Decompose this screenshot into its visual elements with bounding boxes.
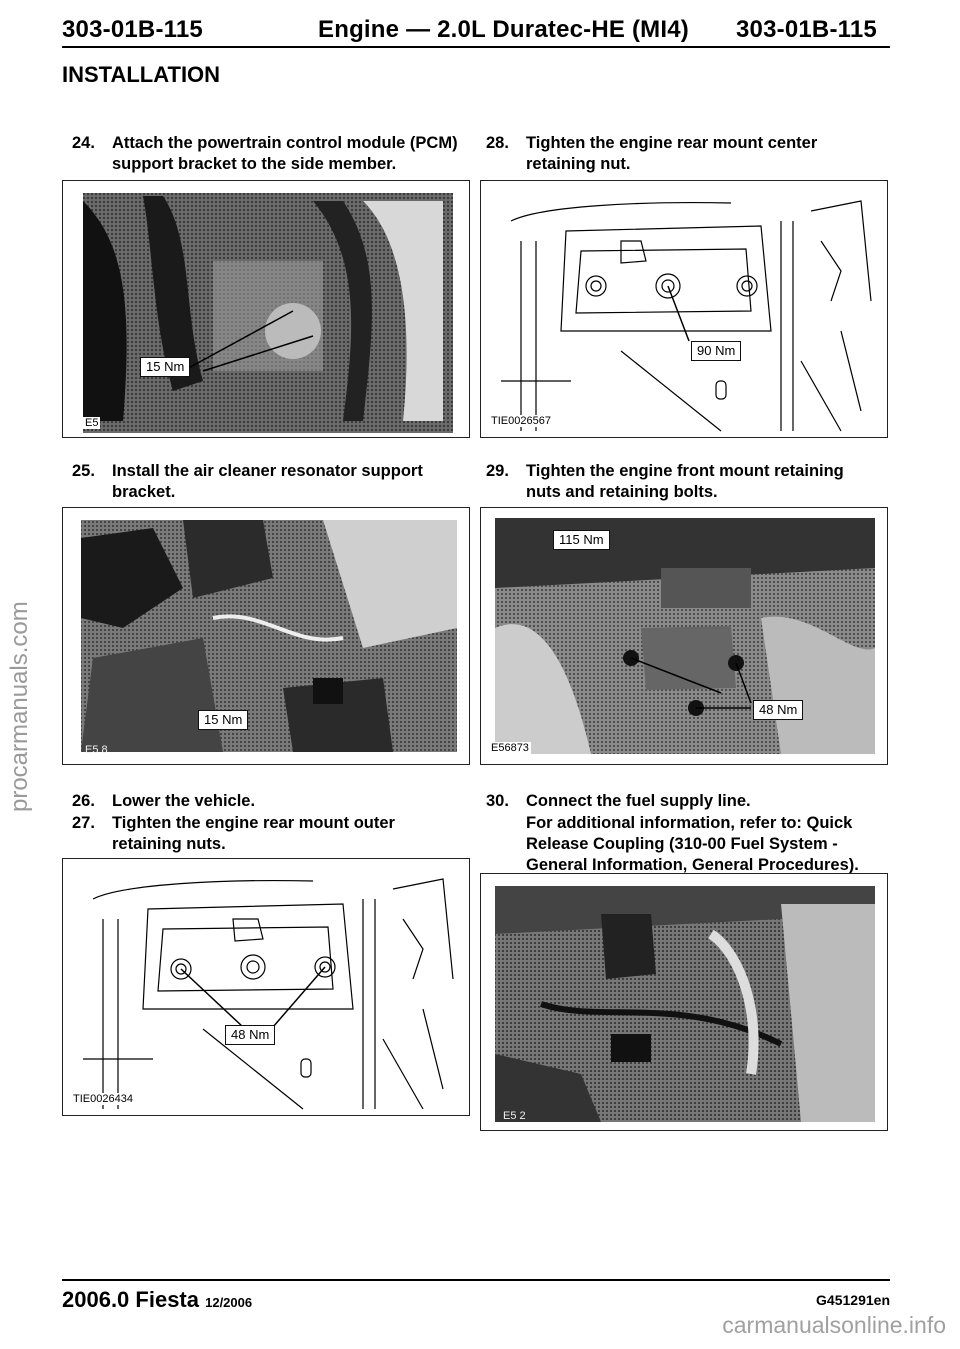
figure-pcm-bracket: 15 Nm E5: [62, 180, 470, 438]
header-rule: [62, 46, 890, 48]
footer-date: 12/2006: [205, 1295, 253, 1310]
photo-resonator: [81, 520, 457, 752]
step-number: 28.: [486, 134, 509, 152]
step-29: 29.Tighten the engine front mount retain…: [486, 462, 844, 501]
photo-fuel-line: [495, 886, 875, 1122]
page-title: Engine — 2.0L Duratec-HE (MI4): [318, 16, 689, 43]
page-code-left: 303-01B-115: [62, 16, 203, 43]
side-watermark: procarmanuals.com: [6, 601, 33, 812]
photo-engine-bay: [83, 193, 453, 433]
step-28: 28.Tighten the engine rear mount center …: [486, 134, 818, 173]
step-24: 24.Attach the powertrain control module …: [72, 134, 458, 173]
figure-resonator-bracket: 15 Nm E5 8: [62, 507, 470, 765]
footer-doc-code: G451291en: [816, 1292, 890, 1308]
figure-fuel-supply-line: E5 2: [480, 873, 888, 1131]
figure-id: TIE0026567: [489, 415, 553, 427]
page-code-right: 303-01B-115: [736, 16, 877, 43]
torque-callout-top: 115 Nm: [553, 530, 610, 550]
torque-callout: 15 Nm: [198, 710, 249, 730]
figure-front-mount: 115 Nm 48 Nm E56873: [480, 507, 888, 765]
step-number: 30.: [486, 792, 509, 810]
torque-callout: 90 Nm: [691, 341, 742, 361]
torque-callout: 15 Nm: [140, 357, 191, 377]
step-30: 30.Connect the fuel supply line.: [486, 792, 751, 810]
section-title: INSTALLATION: [62, 62, 221, 87]
step-27: 27.Tighten the engine rear mount outer r…: [72, 814, 395, 853]
figure-id: E5 8: [85, 744, 108, 756]
step-number: 29.: [486, 462, 509, 480]
step-number: 26.: [72, 792, 95, 810]
footer-model: 2006.0 Fiesta 12/2006: [62, 1287, 253, 1312]
drawing-rear-mount: [501, 200, 872, 432]
step-30-reference-note: For additional information, refer to: Qu…: [526, 814, 859, 874]
figure-rear-mount-outer: 48 Nm TIE0026434: [62, 858, 470, 1116]
figure-id: E5 2: [503, 1110, 526, 1122]
step-number: 27.: [72, 814, 95, 832]
figure-id: TIE0026434: [71, 1093, 135, 1105]
photo-front-mount: [495, 518, 875, 754]
step-number: 25.: [72, 462, 95, 480]
figure-id: E5: [83, 417, 101, 429]
drawing-rear-mount-outer: [83, 878, 454, 1110]
figure-rear-mount-center: 90 Nm TIE0026567: [480, 180, 888, 438]
step-number: 24.: [72, 134, 95, 152]
footer-rule: [62, 1279, 890, 1281]
torque-callout-bottom: 48 Nm: [753, 700, 804, 720]
figure-id: E56873: [489, 742, 531, 754]
step-26: 26.Lower the vehicle.: [72, 792, 256, 810]
step-25: 25.Install the air cleaner resonator sup…: [72, 462, 423, 501]
torque-callout: 48 Nm: [225, 1025, 276, 1045]
bottom-watermark: carmanualsonline.info: [722, 1312, 946, 1338]
